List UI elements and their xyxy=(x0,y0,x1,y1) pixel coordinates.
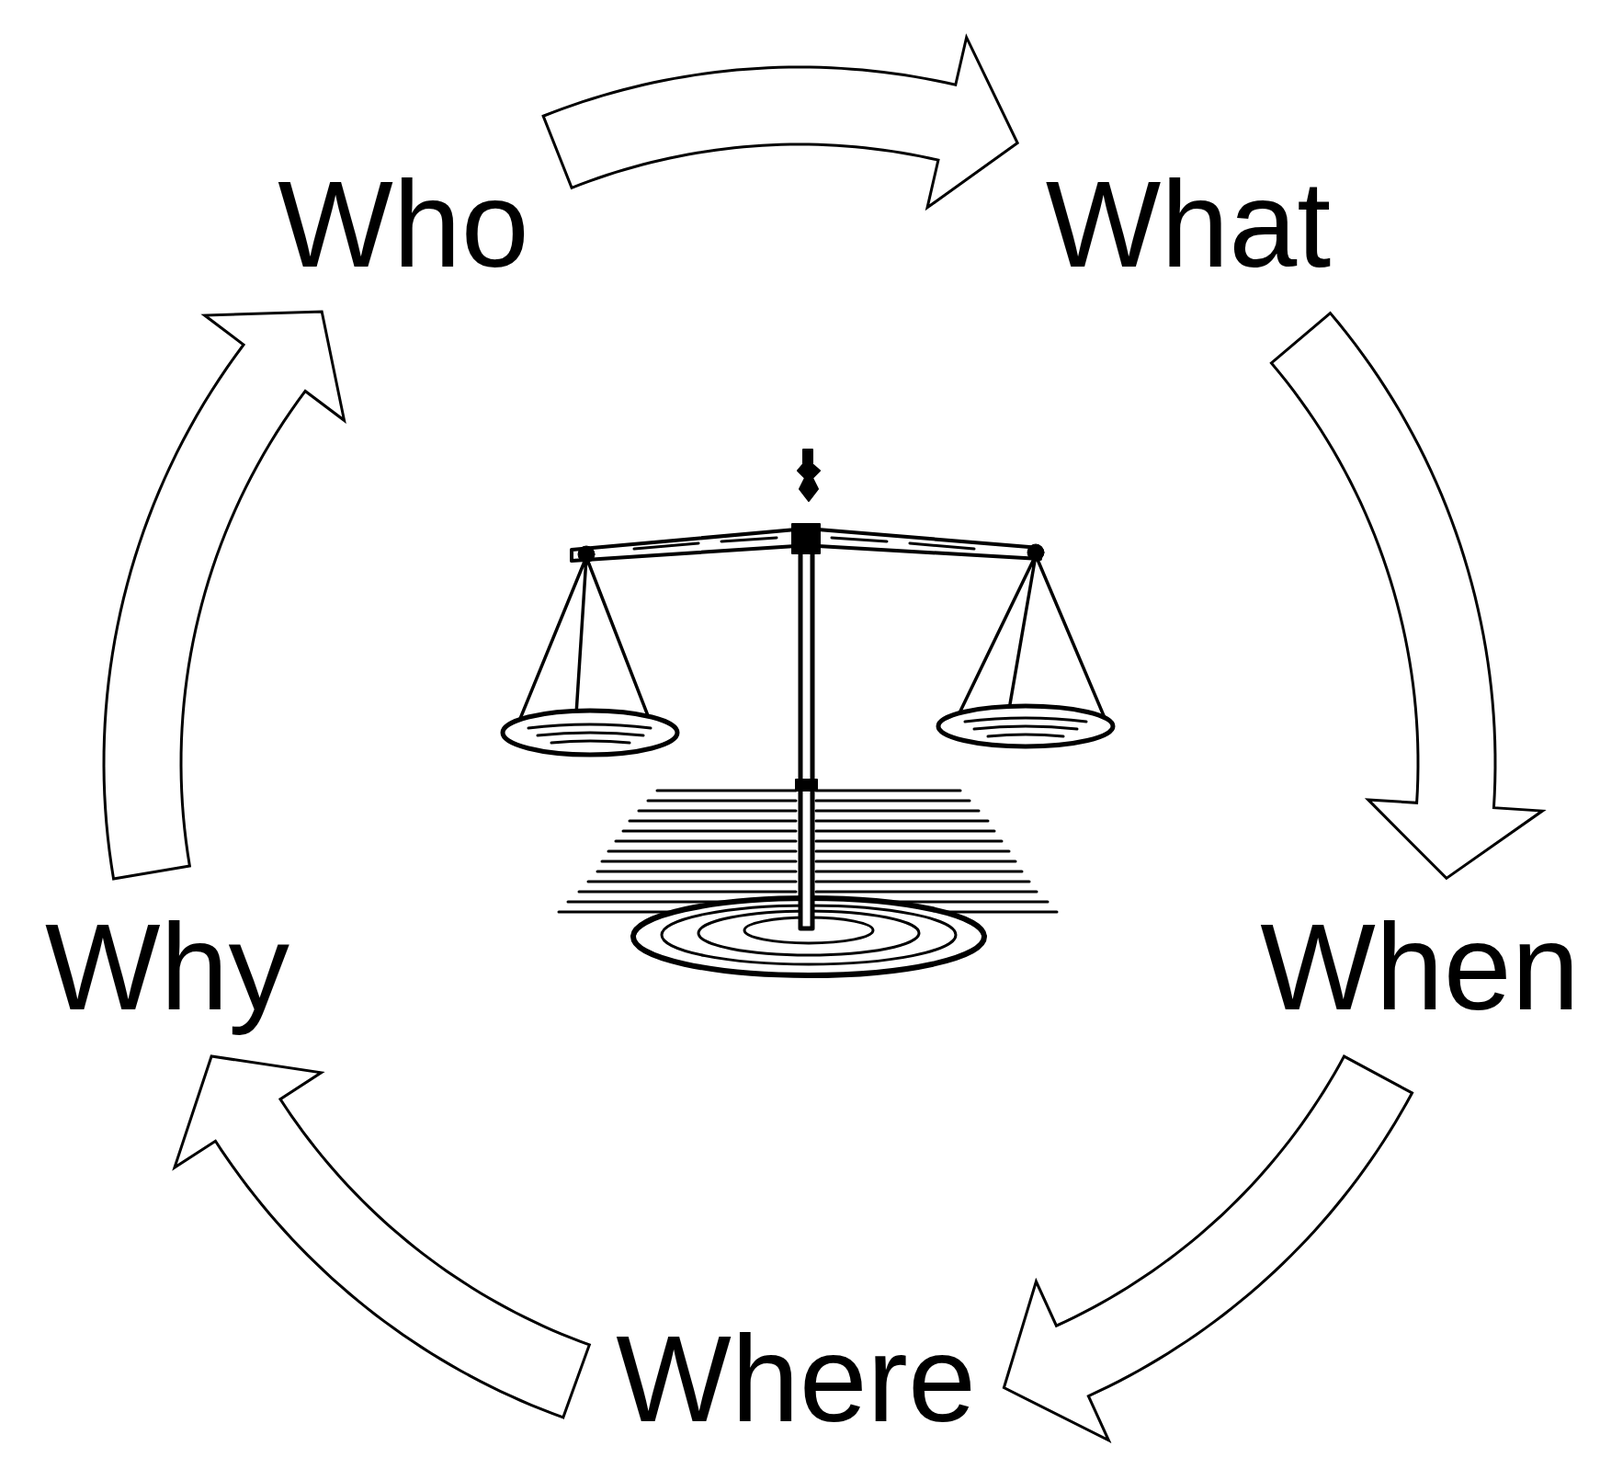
question-label: Who xyxy=(277,163,529,286)
cycle-arrow xyxy=(543,37,1018,208)
right-pan xyxy=(938,705,1113,747)
question-word: Where xyxy=(610,1312,982,1446)
pan-chains xyxy=(515,555,1108,730)
cycle-arrow xyxy=(1003,1055,1412,1441)
cycle-arrow xyxy=(103,311,345,879)
question-word: When xyxy=(1254,900,1585,1034)
beam-hub xyxy=(792,523,820,554)
scale-stem xyxy=(800,551,813,929)
question-label: What xyxy=(1045,163,1331,286)
question-label: Where xyxy=(615,1317,976,1441)
scale-collar xyxy=(795,779,818,791)
left-pan xyxy=(502,710,678,755)
question-word: What xyxy=(1040,158,1337,292)
question-word: Who xyxy=(272,158,534,292)
question-label: Why xyxy=(45,906,290,1029)
question-label: When xyxy=(1259,906,1579,1029)
question-word: Why xyxy=(39,900,296,1034)
scales-illustration xyxy=(502,449,1113,976)
cycle-arrow xyxy=(174,1055,590,1418)
cycle-arrow xyxy=(1270,313,1543,879)
scale-finial xyxy=(797,449,820,501)
right-pan-lines xyxy=(964,717,1087,737)
left-pan-lines xyxy=(528,724,651,743)
